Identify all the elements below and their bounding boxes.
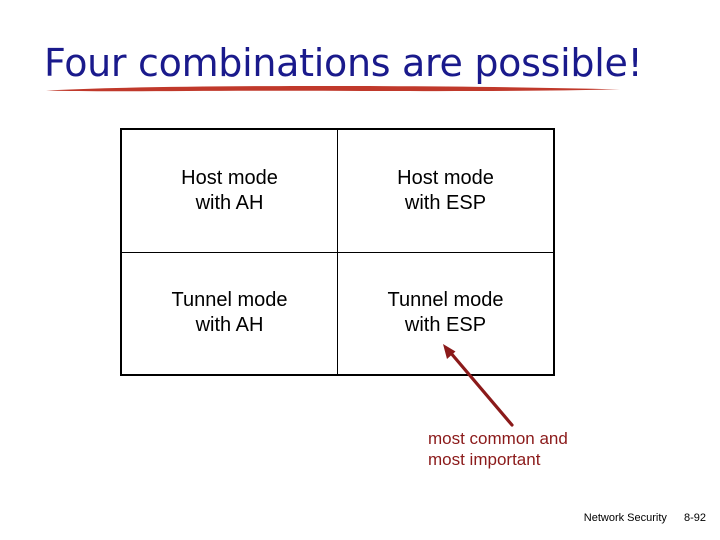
caption-line-2: most important xyxy=(428,450,541,469)
table-cell-tunnel-ah: Tunnel mode with AH xyxy=(120,251,338,376)
cell-line-1: Host mode xyxy=(397,166,494,189)
caption-line-1: most common and xyxy=(428,429,568,448)
table-cell-host-esp: Host mode with ESP xyxy=(337,128,555,253)
table-cell-tunnel-esp: Tunnel mode with ESP xyxy=(337,251,555,376)
footer: Network Security 8-92 xyxy=(584,512,706,524)
combinations-table: Host mode with AH Host mode with ESP Tun… xyxy=(120,128,555,376)
cell-line-1: Tunnel mode xyxy=(171,289,288,312)
footer-course-label: Network Security xyxy=(583,512,667,524)
cell-line-2: with AH xyxy=(195,314,264,337)
title-block: Four combinations are possible! xyxy=(44,40,684,100)
cell-line-2: with ESP xyxy=(404,191,487,214)
arrow-up-left-icon xyxy=(443,344,514,427)
table-cell-host-ah: Host mode with AH xyxy=(120,128,338,253)
cell-line-1: Tunnel mode xyxy=(387,289,504,312)
table-row: Host mode with AH Host mode with ESP xyxy=(120,128,555,253)
callout-caption: most common and most important xyxy=(428,428,568,470)
table-row: Tunnel mode with AH Tunnel mode with ESP xyxy=(120,251,555,376)
cell-line-2: with AH xyxy=(195,191,264,214)
page-title: Four combinations are possible! xyxy=(44,41,643,85)
footer-page-number: 8-92 xyxy=(683,512,706,524)
title-underline-stroke-icon xyxy=(46,85,620,92)
cell-line-2: with ESP xyxy=(404,314,487,337)
cell-line-1: Host mode xyxy=(181,166,278,189)
